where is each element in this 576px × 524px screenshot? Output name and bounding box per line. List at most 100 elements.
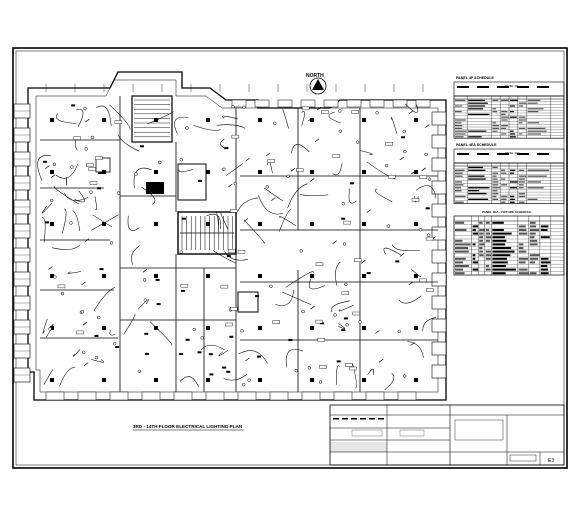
column <box>258 222 262 226</box>
light-fixture-icon <box>89 190 93 194</box>
schedule-cell <box>510 136 516 138</box>
schedule-cell <box>468 113 490 115</box>
schedule-cell <box>455 268 463 271</box>
light-fixture-icon <box>155 278 160 281</box>
schedule-cell <box>492 221 504 224</box>
circuit-arc <box>92 214 113 228</box>
column <box>154 222 158 226</box>
circuit-arc <box>348 188 357 204</box>
schedule-cell <box>472 225 479 228</box>
schedule-cell <box>492 239 507 242</box>
circuit-arc <box>391 244 421 252</box>
schedule-cell <box>472 243 476 246</box>
column <box>310 170 314 174</box>
window-bay <box>231 99 247 108</box>
circuit-arc <box>94 196 97 210</box>
schedule-cell <box>518 178 525 180</box>
schedule-cell <box>501 127 506 129</box>
circuit-arc <box>221 115 238 120</box>
circuit-arc <box>243 219 265 244</box>
light-fixture-icon <box>269 284 273 288</box>
schedule-cell <box>492 198 499 200</box>
schedule-cell <box>485 254 492 257</box>
switch-icon <box>307 117 313 122</box>
column <box>362 118 366 122</box>
window-bay <box>365 391 385 401</box>
schedule-cell <box>472 257 476 260</box>
column <box>206 378 210 382</box>
circuit-arc <box>56 113 77 124</box>
circuit-arc <box>179 376 200 388</box>
circuit-arc <box>149 321 173 346</box>
column <box>50 118 54 122</box>
schedule-cell <box>492 175 497 177</box>
schedule-cell <box>492 268 516 271</box>
schedule-cell <box>518 175 527 177</box>
schedule-cell <box>518 261 526 264</box>
light-fixture-icon <box>242 382 246 387</box>
light-fixture-icon <box>402 374 407 378</box>
column <box>310 118 314 122</box>
switch-icon <box>316 106 322 111</box>
light-fixture-icon <box>94 355 99 360</box>
circuit-arc <box>414 196 419 203</box>
schedule-cell <box>510 105 515 107</box>
schedule-cell <box>510 172 514 174</box>
sheet-border <box>12 47 568 469</box>
light-fixture-icon <box>333 313 337 317</box>
circuit-arc <box>96 105 112 127</box>
tag-box <box>114 120 123 124</box>
light-fixture-icon <box>222 366 227 369</box>
circuit-arc <box>59 366 76 387</box>
schedule-cell <box>485 250 491 253</box>
schedule-cell <box>501 195 508 198</box>
switch-icon <box>142 269 148 273</box>
window-bay <box>431 157 447 172</box>
tag-box <box>354 258 362 262</box>
schedule-cell <box>455 195 466 198</box>
schedule-cell <box>501 111 508 113</box>
circuit-arc <box>178 169 194 173</box>
schedule-cell <box>529 232 536 235</box>
schedule-cell <box>527 130 547 132</box>
schedule-cell <box>510 201 515 203</box>
switch-icon <box>366 209 372 213</box>
circuit-arc <box>338 304 354 312</box>
light-fixture-icon <box>144 332 149 335</box>
light-fixture-icon <box>90 135 95 140</box>
tag-box <box>411 198 420 202</box>
light-fixture-icon <box>257 355 261 358</box>
circuit-arc <box>330 300 350 313</box>
circuit-arc <box>76 109 84 127</box>
light-fixture-icon <box>402 129 406 134</box>
column <box>102 274 106 278</box>
tag-box <box>220 284 229 289</box>
light-fixture-icon <box>240 329 244 333</box>
column <box>102 222 106 226</box>
light-fixture-icon <box>43 160 48 163</box>
switch-icon <box>271 197 276 201</box>
schedule-cell <box>492 250 515 253</box>
light-fixture-icon <box>139 145 144 148</box>
tag-box <box>272 320 280 324</box>
schedule-cell <box>501 198 507 200</box>
schedule-cell <box>455 105 463 107</box>
circuit-arc <box>285 348 303 368</box>
schedule-cell <box>492 187 501 189</box>
light-fixture-icon <box>424 152 428 157</box>
schedule-cell <box>455 247 468 249</box>
switch-icon <box>421 167 426 172</box>
schedule-cell <box>492 192 499 195</box>
column <box>258 274 262 278</box>
column <box>102 326 106 330</box>
window-bay <box>431 272 447 287</box>
window-bay <box>323 99 339 108</box>
switch-icon <box>81 281 86 286</box>
circuit-arc <box>328 111 341 124</box>
circuit-arc <box>410 268 422 278</box>
schedule-cell <box>529 239 538 242</box>
light-fixture-icon <box>318 380 323 384</box>
switch-icon <box>82 321 88 326</box>
column <box>258 378 262 382</box>
circuit-arc <box>55 163 79 179</box>
